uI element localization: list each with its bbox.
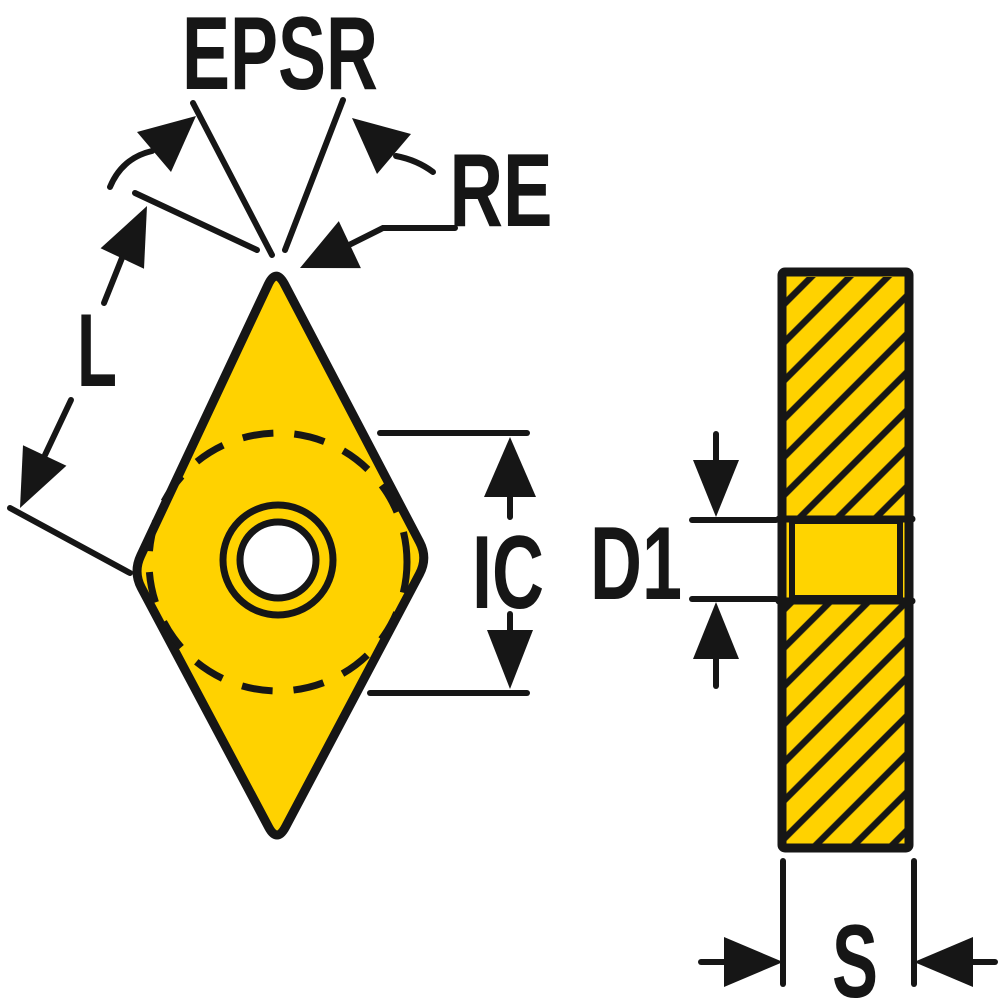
l-arrow-top-icon — [100, 206, 147, 269]
label-s: S — [832, 904, 878, 1000]
ic-arrow-down-icon — [487, 630, 533, 689]
label-d1: D1 — [590, 506, 682, 622]
l-extension-line-top — [132, 190, 260, 253]
epsr-arrow-right-icon — [352, 118, 411, 174]
epsr-arc-right — [393, 153, 436, 175]
s-arrow-right-icon — [914, 937, 973, 987]
l-dimension: L — [7, 190, 260, 576]
epsr-dimension: EPSR — [107, 0, 436, 258]
l-dim-line-bottom — [42, 397, 74, 458]
label-re: RE — [450, 133, 553, 249]
l-dim-line-top — [101, 255, 125, 306]
d1-arrow-up-icon — [693, 602, 739, 659]
ic-arrow-up-icon — [484, 437, 536, 497]
label-ic: IC — [472, 515, 544, 631]
epsr-angle-line-right — [282, 97, 346, 253]
s-arrow-left-icon — [724, 937, 783, 987]
s-dimension: S — [698, 858, 998, 1000]
l-extension-line-bottom — [7, 505, 133, 576]
re-arrow-icon — [300, 221, 361, 269]
side-view — [775, 267, 916, 853]
epsr-angle-line-left — [190, 100, 275, 258]
ic-dimension: IC — [367, 430, 544, 696]
inscribed-circle — [145, 429, 411, 695]
front-view — [132, 271, 429, 840]
label-epsr: EPSR — [182, 0, 378, 112]
re-dimension: RE — [300, 133, 553, 269]
label-l: L — [77, 293, 117, 409]
d1-arrow-down-icon — [693, 460, 739, 517]
re-leader-line — [342, 225, 458, 250]
side-view-hatch-top — [786, 277, 905, 516]
d1-dimension: D1 — [590, 431, 779, 689]
epsr-arrow-left-icon — [137, 116, 196, 172]
side-view-hatch-bottom — [786, 604, 905, 848]
l-arrow-bottom-icon — [20, 445, 67, 508]
hole-section-box — [789, 518, 903, 601]
epsr-arc-left — [107, 148, 155, 190]
hole-inner-circle — [236, 518, 320, 602]
